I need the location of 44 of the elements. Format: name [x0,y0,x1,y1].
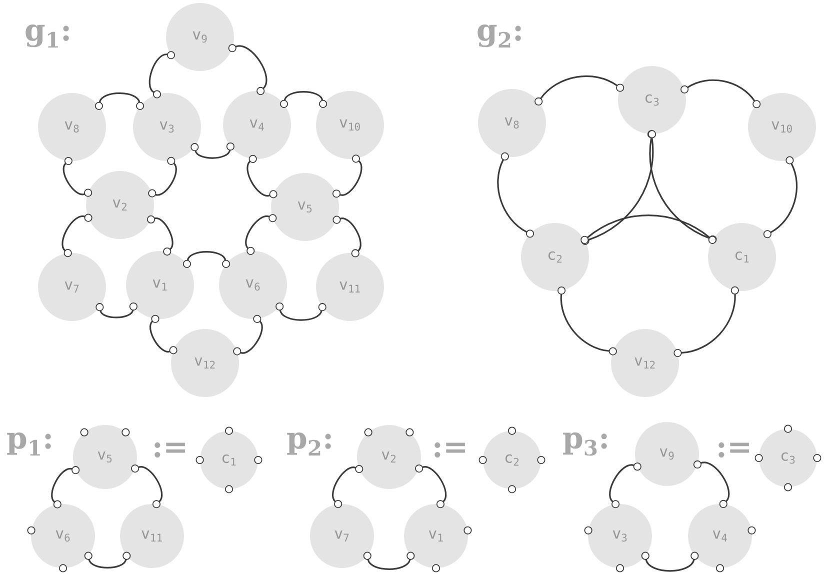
connector-line [586,214,710,238]
connector-line [246,160,270,197]
graph-label: g$_{2}$: [478,24,521,48]
connector-line [497,159,528,233]
connector-line [236,45,268,89]
connector-line [770,163,798,234]
connector-line [588,138,654,241]
connector-line [645,559,695,572]
connector-line [88,559,127,568]
connector-line [340,160,362,196]
connector-line [700,462,730,502]
connector-line [100,310,134,318]
connector-line [245,215,270,249]
connector-line [367,559,411,570]
connector-line [284,91,324,101]
connector-line [138,466,163,502]
connector-line [340,218,362,252]
graph-label: g$_{1}$: [26,24,69,48]
connector-line [609,464,634,502]
connector-line [150,320,170,352]
connector-line [98,92,140,103]
connector-line [186,251,226,261]
connector-line [332,466,356,502]
connector-line [240,320,263,354]
connector-line [540,76,618,100]
connector-line [148,54,168,94]
connector-line [154,218,174,250]
connector-line [62,162,85,196]
graph-label: p$_{1}$: [7,432,51,456]
connector-line [560,294,610,352]
graph-label: p$_{2}$: [287,432,331,456]
connector-line [649,138,710,239]
connector-line [681,294,736,354]
connector-line [155,162,177,196]
connector-line [62,215,86,252]
connector-line [422,466,447,502]
graph-label: := [434,442,465,458]
graph-label: p$_{3}$: [563,432,607,456]
connector-line [687,79,756,102]
connector-line [51,468,72,503]
graph-label: := [718,442,749,458]
connector-line [279,310,322,321]
graph-label: := [154,442,185,458]
connector-line [194,150,231,159]
